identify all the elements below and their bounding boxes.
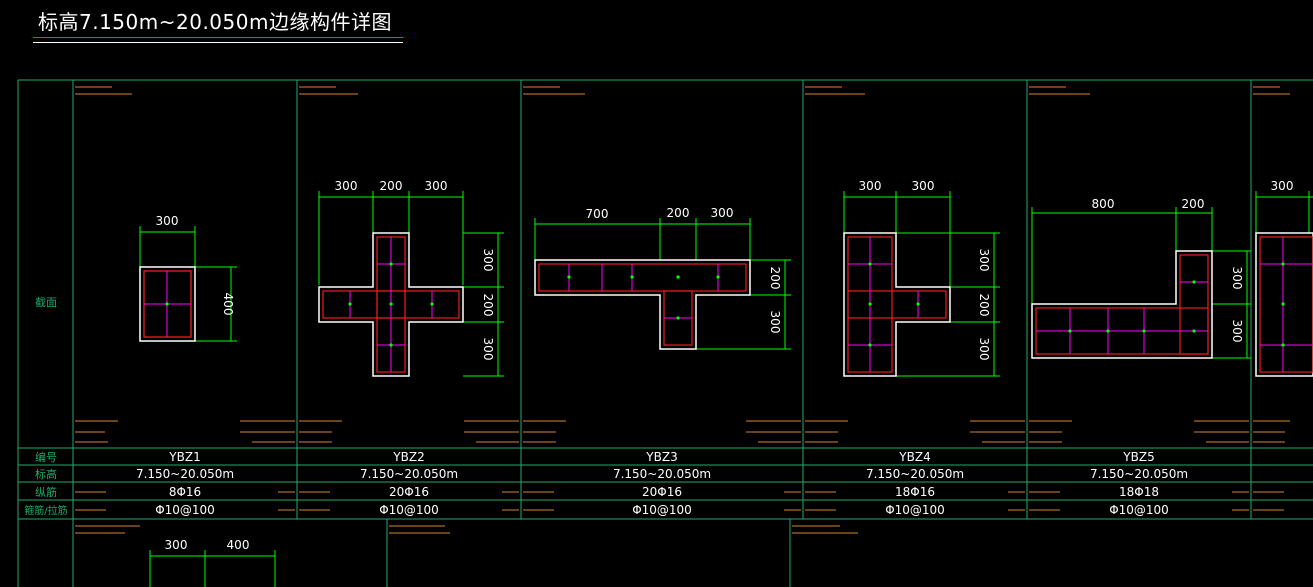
ybz2-dim-side-3: 300 [481, 338, 495, 361]
ybz2-dim-side-1: 300 [481, 249, 495, 272]
col5-stirrup: Φ10@100 [1109, 503, 1169, 517]
row-label-section: 截面 [35, 295, 57, 309]
title-underline-magenta [33, 37, 403, 38]
col3-rebar: 20Φ16 [642, 485, 682, 499]
ybz2-dimensions [318, 191, 504, 377]
ybz4-dim-side-3: 300 [977, 338, 991, 361]
ybz4-dim-side-2: 200 [977, 294, 991, 317]
section-ybz6-partial: 300 [1255, 179, 1313, 377]
ybz1-outline [139, 266, 196, 342]
title-underline-white [33, 42, 403, 43]
table-cells: YBZ1 7.150~20.050m 8Φ16 Φ10@100 YBZ2 7.1… [136, 450, 1188, 517]
col2-name: YBZ2 [392, 450, 424, 464]
ybz3-dim-top-2: 200 [667, 206, 690, 220]
section-ybz5: 800 200 300 300 [1031, 197, 1251, 359]
ybz1-dimensions [139, 226, 237, 342]
row-label-elevation: 标高 [35, 467, 57, 481]
ybz2-dim-top-1: 300 [335, 179, 358, 193]
section-ybz2: 300 200 300 300 200 300 [318, 179, 504, 377]
row-labels: 截面 编号 标高 纵筋 箍筋/拉筋 [24, 295, 67, 517]
annotation-notes [75, 86, 1290, 534]
col1-name: YBZ1 [168, 450, 200, 464]
ybz5-dimensions [1031, 207, 1251, 359]
lower-dim-1: 300 [165, 538, 188, 552]
ybz2-dim-top-3: 300 [425, 179, 448, 193]
section-lower-partial: 300 400 [149, 538, 276, 587]
col2-rebar: 20Φ16 [389, 485, 429, 499]
ybz6-dim-top: 300 [1271, 179, 1294, 193]
ybz2-outline [318, 232, 464, 377]
ybz6-outline [1255, 232, 1313, 377]
col4-rebar: 18Φ16 [895, 485, 935, 499]
section-ybz4: 300 300 300 200 300 [843, 179, 1000, 377]
rebar-markers [165, 262, 1285, 347]
col5-rebar: 18Φ18 [1119, 485, 1159, 499]
col1-stirrup: Φ10@100 [155, 503, 215, 517]
col1-rebar: 8Φ16 [169, 485, 201, 499]
ybz3-dim-side-2: 300 [768, 311, 782, 334]
ybz2-dim-top-2: 200 [380, 179, 403, 193]
row-label-number: 编号 [35, 450, 57, 464]
col5-elevation: 7.150~20.050m [1090, 467, 1188, 481]
ybz5-dim-side-1: 300 [1230, 267, 1244, 290]
col2-stirrup: Φ10@100 [379, 503, 439, 517]
col4-name: YBZ4 [898, 450, 930, 464]
ybz3-dim-top-3: 300 [711, 206, 734, 220]
ybz4-outline [843, 232, 951, 377]
ybz5-dim-top-2: 200 [1182, 197, 1205, 211]
ybz1-dim-side: 400 [221, 293, 235, 316]
col3-elevation: 7.150~20.050m [613, 467, 711, 481]
ybz3-outline [534, 259, 751, 350]
row-label-longitudinal: 纵筋 [35, 485, 57, 499]
col3-stirrup: Φ10@100 [632, 503, 692, 517]
section-ybz3: 700 200 300 200 300 [534, 206, 791, 350]
ybz3-dim-side-1: 200 [768, 267, 782, 290]
lower-dim-2: 400 [227, 538, 250, 552]
ybz3-dim-top-1: 700 [586, 207, 609, 221]
col5-name: YBZ5 [1122, 450, 1154, 464]
col1-elevation: 7.150~20.050m [136, 467, 234, 481]
ybz1-dim-top: 300 [156, 214, 179, 228]
col2-elevation: 7.150~20.050m [360, 467, 458, 481]
col3-name: YBZ3 [645, 450, 677, 464]
row-label-stirrup: 箍筋/拉筋 [24, 504, 67, 517]
ybz2-dim-side-2: 200 [481, 294, 495, 317]
ybz4-dim-top-2: 300 [912, 179, 935, 193]
ybz3-dimensions [534, 218, 791, 350]
table-grid [17, 79, 1313, 587]
ybz5-outline [1031, 250, 1213, 359]
col4-stirrup: Φ10@100 [885, 503, 945, 517]
ybz5-dim-top-1: 800 [1092, 197, 1115, 211]
section-ybz1: 300 400 [139, 214, 237, 342]
ybz4-dim-side-1: 300 [977, 249, 991, 272]
ybz4-dim-top-1: 300 [859, 179, 882, 193]
drawing-title: 标高7.150m~20.050m边缘构件详图 [38, 10, 392, 34]
col4-elevation: 7.150~20.050m [866, 467, 964, 481]
ybz5-dim-side-2: 300 [1230, 320, 1244, 343]
ybz4-dimensions [843, 191, 1000, 377]
